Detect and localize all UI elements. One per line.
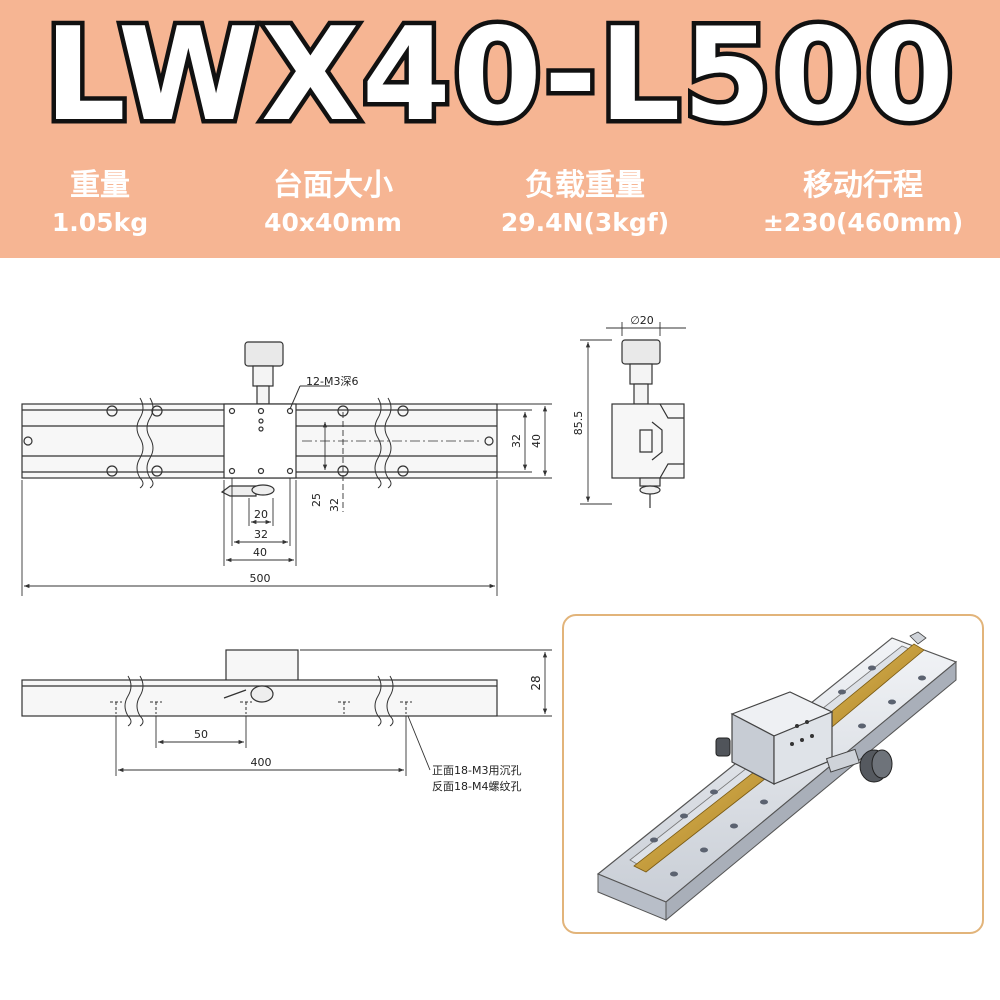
technical-drawings: 12-M3深6 500 40 32 20 25 32 32 40 [21,314,686,793]
lock-lever [220,485,257,497]
spec-travel: 移动行程 ±230(460mm) [738,166,988,240]
spec-load: 负载重量 29.4N(3kgf) [460,166,710,240]
spec-value: 29.4N(3kgf) [500,208,670,237]
dim-500: 500 [250,572,271,585]
dim-rail-32: 32 [510,434,523,448]
side-view [611,339,685,508]
dim-40: 40 [253,546,267,559]
dim-85-5: 85.5 [572,411,585,436]
dim-25: 25 [310,493,323,507]
carriage-table [223,403,297,479]
hole-note: 12-M3深6 [306,375,358,388]
spec-value: 40x40mm [264,208,402,237]
spec-label: 移动行程 [803,168,923,203]
spec-value: 1.05kg [51,208,149,237]
hole-note-back: 反面18-M4螺纹孔 [432,779,521,793]
break-mark [136,397,392,489]
product-title: LWX40-L500 [40,1,959,150]
spec-label: 重量 [70,168,130,203]
knob [244,341,284,367]
hole-note-front: 正面18-M3用沉孔 [432,764,521,777]
dim-28: 28 [529,675,543,690]
isometric-render-panel [562,614,984,934]
front-view-dimensions [115,649,552,776]
header-banner: LWX40-L500 重量 1.05kg 台面大小 40x40mm 负载重量 2… [0,0,1000,258]
dim-50: 50 [194,728,208,741]
side-view-dimensions [580,322,686,505]
spec-weight: 重量 1.05kg [0,166,225,240]
side-knob [621,339,661,365]
dim-32-vertical: 32 [328,498,341,512]
isometric-stage-render [596,631,958,922]
spec-value: ±230(460mm) [762,208,964,237]
rail-holes [650,665,926,877]
spec-label: 台面大小 [273,168,393,203]
spec-table-size: 台面大小 40x40mm [208,166,458,240]
dim-diameter-20: ∅20 [630,314,654,327]
knob-shaft [252,365,274,387]
mounting-holes [23,405,494,477]
iso-lock [715,737,731,757]
dim-32: 32 [254,528,268,541]
spec-label: 负载重量 [525,168,645,203]
side-body [611,403,685,479]
front-view [21,649,498,727]
dim-20: 20 [254,508,268,521]
dim-rail-40: 40 [530,434,543,448]
dim-400: 400 [251,756,272,769]
top-view [21,341,498,497]
top-view-dimensions [21,403,552,596]
